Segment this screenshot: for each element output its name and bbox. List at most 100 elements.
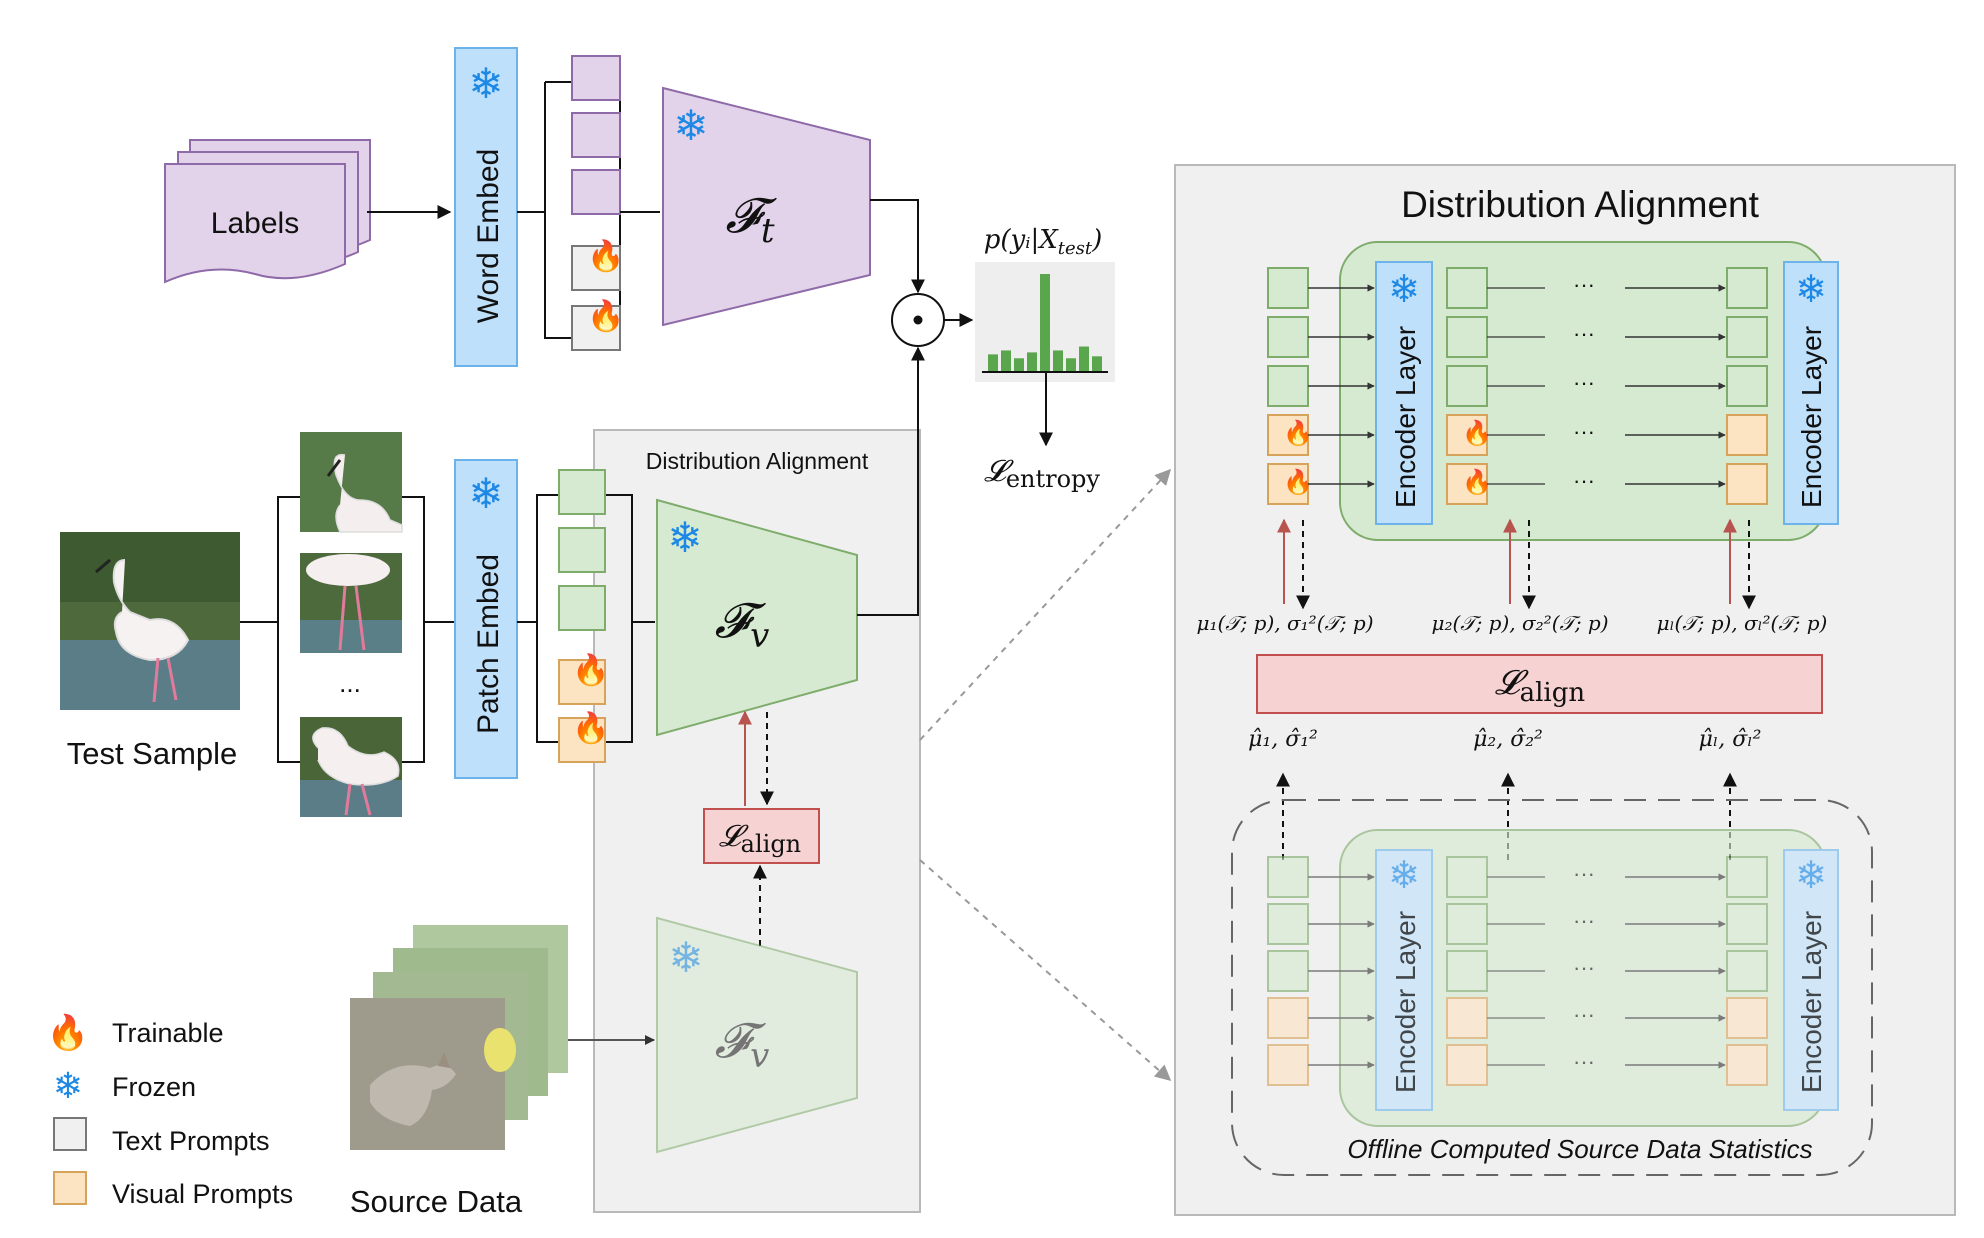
flame-icon: 🔥: [1462, 468, 1492, 496]
snowflake-icon: ❄: [468, 60, 503, 107]
histogram-bar: [1040, 274, 1050, 372]
frozen-vision-encoder-fv: 𝓕v: [656, 916, 858, 1154]
flame-icon: 🔥: [1462, 419, 1492, 447]
encoder-layer-block: Encoder Layer: [1375, 261, 1433, 525]
top-token-grid: ·········🔥🔥···🔥🔥···: [1267, 267, 1768, 505]
ellipsis: ···: [1573, 419, 1595, 444]
flame-icon: 🔥: [572, 710, 609, 745]
text-prompt-token: [571, 245, 621, 291]
histogram-bar: [988, 354, 998, 372]
source-data-image-stack: [350, 925, 568, 1150]
crops-ellipsis: ...: [339, 668, 361, 698]
visual-token: [1267, 903, 1309, 945]
visual-prompt-token: [1267, 1044, 1309, 1086]
flame-icon: 🔥: [1283, 468, 1313, 496]
patch-embed-label: Patch Embed: [472, 554, 505, 734]
ellipsis: ···: [1573, 1049, 1595, 1074]
layer-statistics-label: μₗ(𝒯; p), σₗ²(𝒯; p): [1657, 611, 1828, 635]
visual-token: [1267, 316, 1309, 358]
probability-histogram: [975, 262, 1115, 382]
visual-token: [1726, 950, 1768, 992]
crop-image: [300, 717, 402, 817]
visual-token: [1726, 316, 1768, 358]
encoder-layer-label: Encoder Layer: [1390, 911, 1421, 1093]
visual-prompt-token: [1726, 414, 1768, 456]
offline-statistics-container: [1231, 799, 1873, 1176]
visual-prompt-token: [1726, 997, 1768, 1039]
legend-trainable: Trainable: [112, 1018, 224, 1048]
text-prompt-token: [571, 305, 621, 351]
visual-token: [1446, 856, 1488, 898]
crop-image: [300, 553, 402, 653]
vision-encoder-fv: 𝓕v: [656, 498, 858, 737]
frozen-fv-subscript: v: [750, 1036, 769, 1076]
word-embed-block: Word Embed: [454, 47, 518, 367]
visual-token: [1446, 267, 1488, 309]
right-align-loss-bar: 𝓛align: [1256, 654, 1823, 714]
encoder-layer-block: Encoder Layer: [1783, 261, 1839, 525]
visual-prompt-token: [1267, 414, 1309, 456]
crops-bracket-left: [277, 496, 300, 763]
flame-icon: 🔥: [572, 652, 609, 687]
snowflake-icon: ❄: [468, 470, 503, 517]
histogram-bar: [1014, 358, 1024, 372]
visual-prompt-token: [1267, 463, 1309, 505]
ellipsis: ···: [1573, 1002, 1595, 1027]
snowflake-icon: ❄: [668, 934, 703, 981]
test-sample-image: [60, 532, 240, 710]
layer-statistics-label: μ₂(𝒯; p), σ₂²(𝒯; p): [1431, 611, 1608, 635]
histogram-bar: [1053, 350, 1063, 372]
fv-subscript: v: [750, 616, 769, 656]
crops-bracket-right: [402, 496, 425, 763]
legend-visual-prompt-swatch: [53, 1171, 87, 1205]
middle-panel-title: Distribution Alignment: [646, 448, 869, 474]
visual-token: [1446, 950, 1488, 992]
zoom-arrow-bottom: [919, 859, 1172, 1082]
visual-token: [1267, 267, 1309, 309]
histogram-bar: [1092, 356, 1102, 372]
snowflake-icon: ❄: [1388, 855, 1420, 897]
snowflake-icon: ❄: [673, 102, 708, 149]
fv-to-dot-arrow: [857, 346, 925, 616]
flame-icon: 🔥: [587, 298, 624, 333]
snowflake-icon: ❄: [1795, 269, 1827, 311]
word-embed-label: Word Embed: [472, 149, 505, 324]
svg-text:Encoder Layer: Encoder Layer: [1796, 326, 1827, 508]
visual-token-bracket: [536, 494, 559, 743]
legend-text-prompts: Text Prompts: [112, 1126, 270, 1156]
visual-token: [558, 527, 606, 573]
snowflake-icon: ❄: [1795, 855, 1827, 897]
right-panel-title: Distribution Alignment: [1401, 184, 1760, 225]
histogram-bar: [1001, 350, 1011, 372]
labels-document-stack: Labels: [164, 139, 371, 284]
flame-icon: 🔥: [1283, 419, 1313, 447]
ellipsis: ···: [1573, 908, 1595, 933]
visual-prompt-token: [1446, 463, 1488, 505]
visual-token: [558, 469, 606, 515]
flame-icon: 🔥: [47, 1013, 89, 1052]
legend-frozen: Frozen: [112, 1072, 196, 1102]
visual-prompt-token: [1726, 463, 1768, 505]
ellipsis: ···: [1573, 370, 1595, 395]
text-token: [571, 112, 621, 158]
ellipsis: ···: [1573, 861, 1595, 886]
visual-token: [558, 585, 606, 631]
source-encoder-stack: ···············: [1267, 829, 1839, 1127]
legend-text-prompt-swatch: [53, 1117, 87, 1151]
source-data-label: Source Data: [350, 1184, 523, 1219]
snowflake-icon: ❄: [667, 514, 702, 561]
probability-label: p(yᵢ|Xtest): [984, 225, 1103, 259]
legend: 🔥 Trainable ❄ Frozen Text Prompts Visual…: [47, 1013, 293, 1209]
text-token: [571, 169, 621, 215]
histogram-bar: [1066, 358, 1076, 372]
source-statistics-label: μ̂₂, σ̂₂²: [1473, 727, 1543, 752]
offline-caption: Offline Computed Source Data Statistics: [1347, 1134, 1812, 1164]
visual-token: [1726, 365, 1768, 407]
ft-subscript: t: [761, 211, 775, 251]
visual-prompt-token: [1446, 1044, 1488, 1086]
entropy-loss-label: 𝓛entropy: [984, 454, 1100, 493]
source-statistics-label: μ̂ₗ, σ̂ₗ²: [1699, 727, 1762, 752]
ellipsis: ···: [1573, 272, 1595, 297]
legend-visual-prompts: Visual Prompts: [112, 1179, 293, 1209]
